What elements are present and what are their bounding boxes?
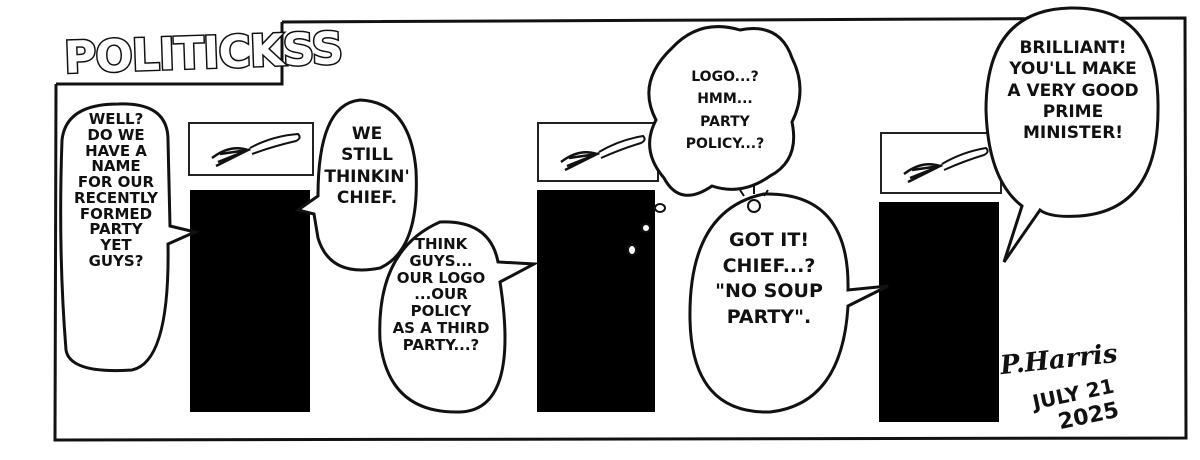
character-box-1 [190,190,310,412]
bubble-text-6: BRILLIANT! YOU'LL MAKE A VERY GOOD PRIME… [1007,38,1139,143]
fork-sign-1 [188,122,314,176]
fork-sign-2 [537,122,659,182]
character-box-2 [537,190,655,412]
speech-bubble-2 [294,98,418,272]
speech-bubble-1 [59,102,200,373]
fork-icon [211,132,301,168]
fork-icon [903,146,989,184]
bubble-text-5: GOT IT! CHIEF...? "NO SOUP PARTY". [715,229,823,328]
fork-icon [560,134,646,172]
character-box-3 [879,202,999,422]
speech-bubble-6 [984,6,1160,263]
speech-bubble-5 [688,192,889,414]
speech-bubble-3 [378,220,540,414]
fork-sign-3 [880,132,1002,194]
bubble-text-3: THINK GUYS... OUR LOGO ...OUR POLICY AS … [392,235,490,354]
bubble-text-4: LOGO...? HMM... PARTY POLICY...? [685,69,765,153]
thought-bubble [647,25,802,197]
bubble-text-1: WELL? DO WE HAVE A NAME FOR OUR RECENTLY… [74,110,158,270]
bubble-text-2: WE STILL THINKIN' CHIEF. [324,124,410,208]
